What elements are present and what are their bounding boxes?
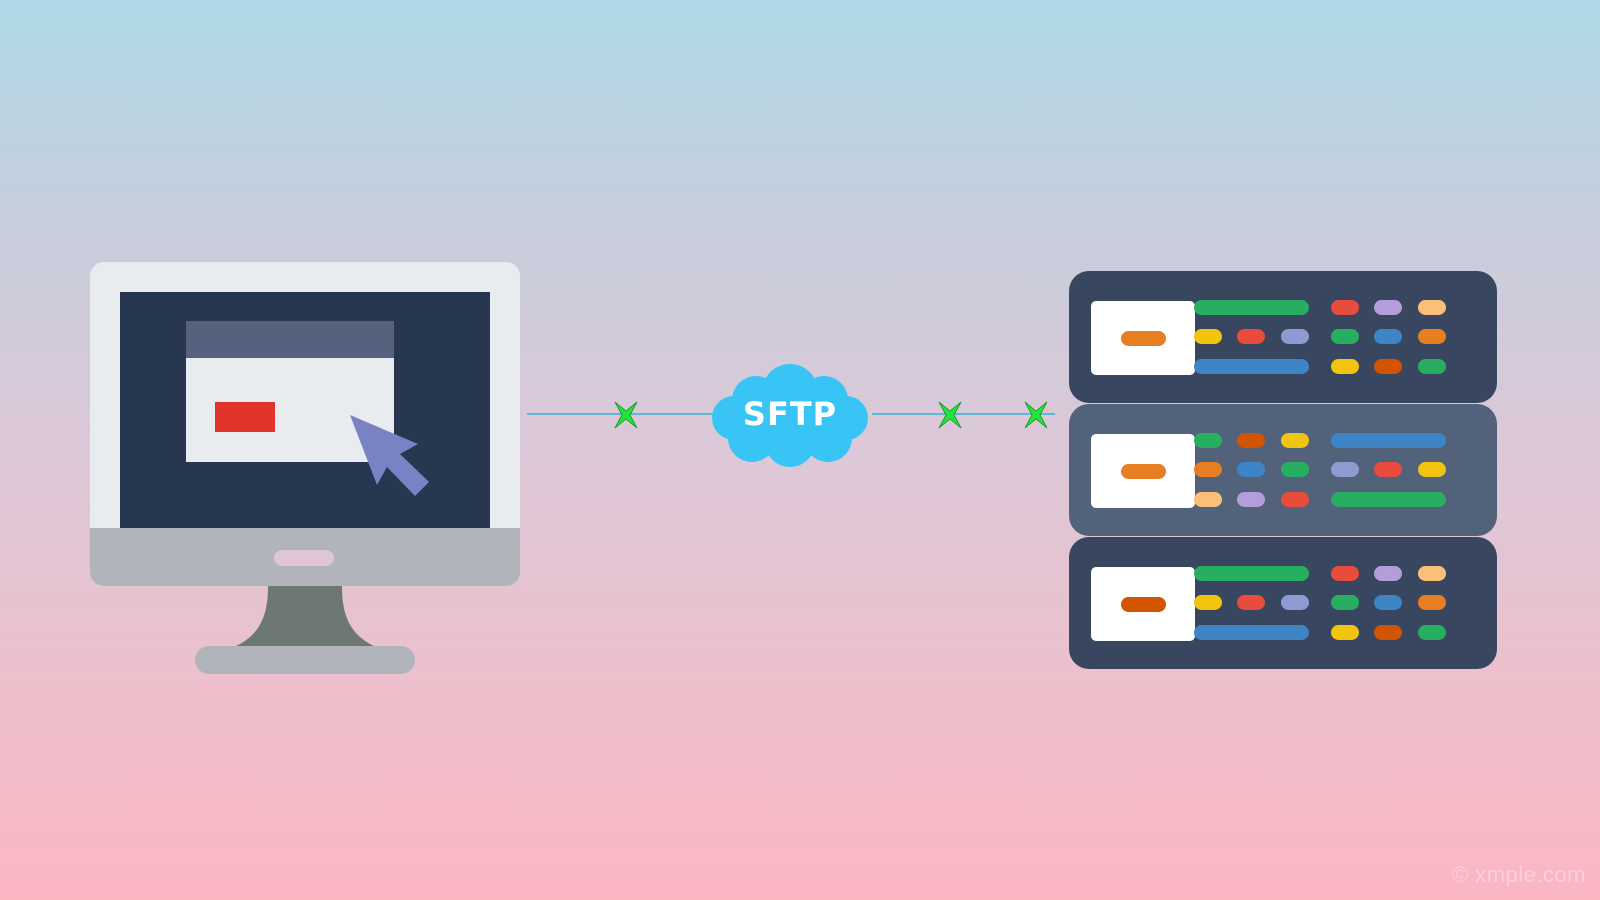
status-light-icon bbox=[1281, 595, 1309, 610]
status-light-icon bbox=[1281, 462, 1309, 477]
status-light-icon bbox=[1237, 329, 1265, 344]
status-light-icon bbox=[1331, 359, 1359, 374]
status-light-icon bbox=[1237, 433, 1265, 448]
power-indicator bbox=[274, 550, 334, 566]
status-light-icon bbox=[1418, 329, 1446, 344]
status-light-icon bbox=[1194, 359, 1309, 374]
status-light-icon bbox=[1281, 433, 1309, 448]
status-light-icon bbox=[1237, 462, 1265, 477]
drive-led-icon bbox=[1121, 597, 1166, 612]
status-light-icon bbox=[1194, 566, 1309, 581]
status-light-icon bbox=[1374, 300, 1402, 315]
status-light-icon bbox=[1331, 595, 1359, 610]
status-light-icon bbox=[1331, 462, 1359, 477]
monitor-stand-base bbox=[195, 646, 415, 674]
status-light-icon bbox=[1331, 566, 1359, 581]
status-light-icon bbox=[1331, 329, 1359, 344]
status-light-icon bbox=[1281, 329, 1309, 344]
server-unit-2 bbox=[1069, 404, 1497, 536]
server-unit-1 bbox=[1069, 271, 1497, 403]
status-light-icon bbox=[1374, 595, 1402, 610]
status-light-icon bbox=[1331, 492, 1446, 507]
watermark: © xmple.com bbox=[1451, 862, 1586, 887]
status-light-icon bbox=[1418, 300, 1446, 315]
status-light-icon bbox=[1194, 433, 1222, 448]
app-window-titlebar bbox=[186, 321, 394, 358]
status-light-icon bbox=[1418, 462, 1446, 477]
drive-bay bbox=[1091, 567, 1195, 641]
status-light-icon bbox=[1237, 595, 1265, 610]
status-light-icon bbox=[1281, 492, 1309, 507]
status-light-icon bbox=[1418, 359, 1446, 374]
status-light-icon bbox=[1331, 300, 1359, 315]
status-light-icon bbox=[1194, 492, 1222, 507]
status-light-icon bbox=[1418, 625, 1446, 640]
server-unit-3 bbox=[1069, 537, 1497, 669]
status-light-icon bbox=[1374, 462, 1402, 477]
drive-led-icon bbox=[1121, 464, 1166, 479]
status-light-icon bbox=[1374, 329, 1402, 344]
status-light-icon bbox=[1331, 433, 1446, 448]
status-light-icon bbox=[1374, 566, 1402, 581]
connection-line-cloud-server bbox=[872, 413, 1055, 415]
status-light-icon bbox=[1331, 625, 1359, 640]
status-light-icon bbox=[1418, 566, 1446, 581]
drive-bay bbox=[1091, 434, 1195, 508]
status-light-icon bbox=[1194, 300, 1309, 315]
connection-marker-icon bbox=[938, 401, 962, 429]
status-light-icon bbox=[1194, 625, 1309, 640]
connection-marker-icon bbox=[614, 401, 638, 429]
app-window-button bbox=[215, 402, 275, 432]
status-light-icon bbox=[1194, 462, 1222, 477]
status-light-icon bbox=[1194, 329, 1222, 344]
protocol-label: SFTP bbox=[742, 395, 838, 433]
drive-led-icon bbox=[1121, 331, 1166, 346]
cloud-icon bbox=[712, 364, 868, 467]
status-light-icon bbox=[1374, 359, 1402, 374]
drive-bay bbox=[1091, 301, 1195, 375]
status-light-icon bbox=[1237, 492, 1265, 507]
status-light-icon bbox=[1418, 595, 1446, 610]
mouse-cursor-icon bbox=[350, 415, 429, 496]
connection-marker-icon bbox=[1024, 401, 1048, 429]
status-light-icon bbox=[1194, 595, 1222, 610]
status-light-icon bbox=[1374, 625, 1402, 640]
connection-line-client-cloud bbox=[527, 413, 713, 415]
monitor-stand-neck bbox=[232, 586, 378, 648]
